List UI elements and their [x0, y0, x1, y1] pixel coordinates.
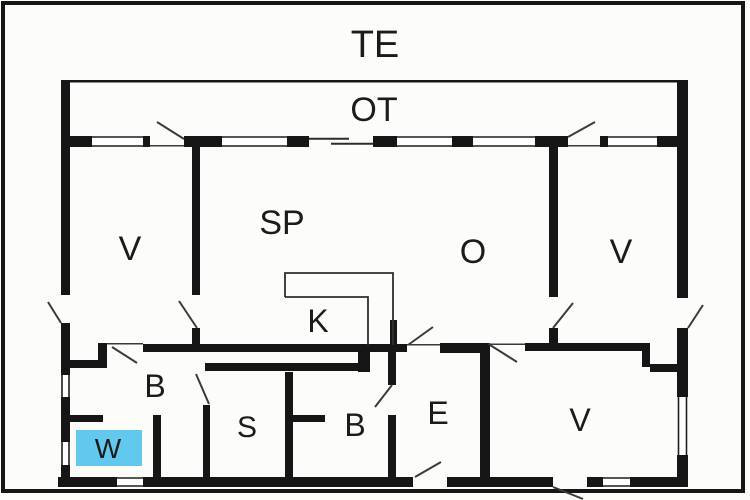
door-o-vtop [552, 302, 574, 329]
label-s: S [237, 411, 257, 444]
label-covered-terrace: OT [350, 91, 397, 129]
door-right-outside [687, 304, 704, 329]
window-front-1 [92, 136, 143, 147]
label-e: E [427, 395, 448, 431]
window-bottom-1 [117, 477, 143, 487]
door-left-outside [47, 301, 62, 324]
door-leaves [47, 121, 704, 500]
kitchen-counter [284, 272, 394, 345]
window-front-4 [473, 136, 535, 147]
window-bottom-2 [603, 477, 630, 487]
terrace-edge-line [64, 80, 688, 83]
window-front-5 [608, 136, 657, 147]
label-kitchen: K [307, 303, 328, 339]
room-w-highlight [76, 430, 142, 466]
window-front-2 [222, 136, 287, 147]
window-left-2 [61, 442, 70, 465]
door-hall-e [407, 326, 434, 346]
label-v-bottom: V [569, 402, 591, 438]
image-frame [1, 1, 745, 493]
window-right-1 [677, 397, 688, 455]
door-sp-vleft [178, 300, 198, 329]
label-b-left: B [144, 368, 165, 404]
label-terrace: TE [351, 24, 400, 66]
door-vbottom-outside [552, 486, 584, 500]
label-w: W [95, 433, 122, 464]
label-b-mid: B [344, 407, 365, 443]
door-thresholds [107, 145, 600, 346]
room-labels: TE OT SP V O V K B S B E V W [95, 24, 633, 464]
label-v-top-right: V [610, 233, 633, 271]
label-o: O [460, 233, 486, 271]
walls [58, 80, 688, 487]
door-e-back [414, 461, 442, 478]
sliding-door-sp [309, 137, 373, 145]
label-sp: SP [259, 204, 304, 242]
window-front-3 [397, 136, 452, 147]
door-vleft-bath [111, 346, 138, 364]
door-vleft-terrace [156, 121, 185, 140]
label-v-left: V [119, 230, 142, 268]
window-left-1 [61, 375, 70, 397]
door-bath-s [195, 373, 210, 405]
door-vtop-terrace [567, 121, 596, 138]
door-e-bmid [374, 384, 393, 408]
door-hall-vbottom [489, 344, 518, 363]
windows [61, 136, 688, 487]
